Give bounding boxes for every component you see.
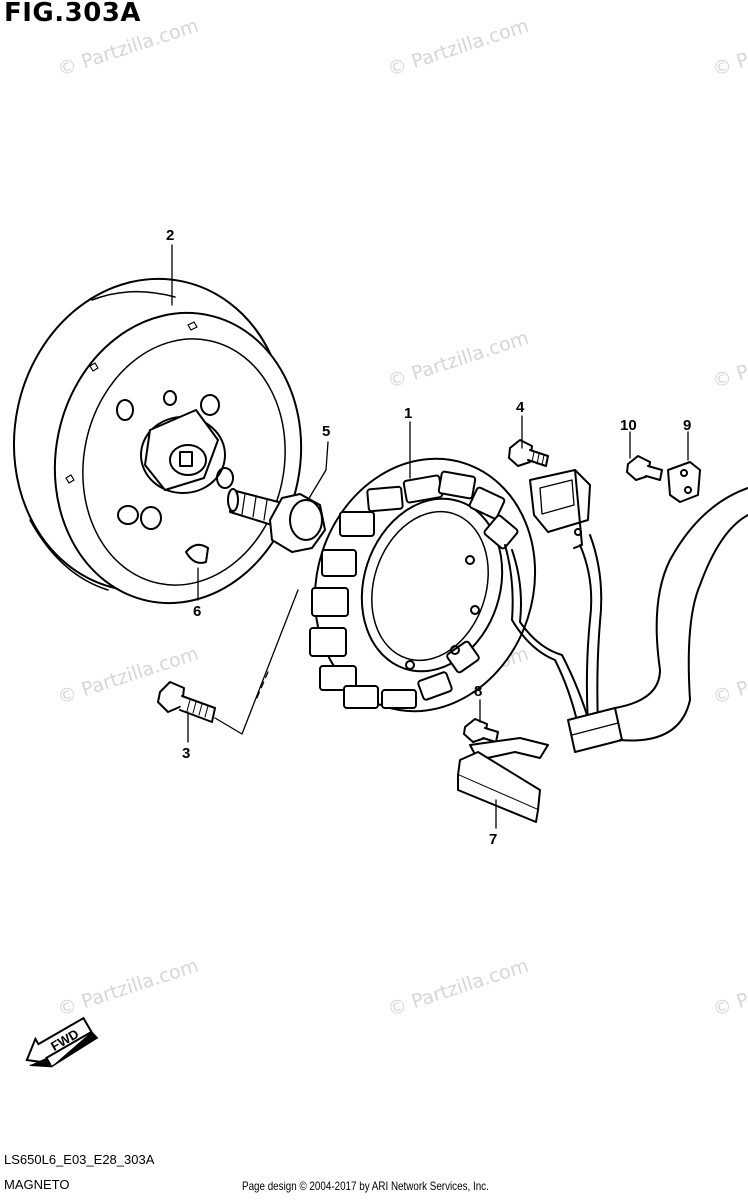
section-name: MAGNETO [4, 1177, 70, 1192]
key-part [185, 543, 209, 564]
callout-6: 6 [193, 603, 201, 620]
flywheel-bolt-part [227, 488, 326, 553]
callout-7: 7 [489, 831, 497, 848]
callout-1: 1 [404, 405, 412, 422]
stator-assembly-part [309, 457, 591, 726]
model-code: LS650L6_E03_E28_303A [4, 1152, 155, 1167]
callout-4: 4 [516, 399, 525, 416]
pickup-sensor-part [529, 469, 603, 726]
flywheel-rotor-part [12, 277, 303, 605]
screw-4-part [508, 439, 549, 467]
wire-connector-part [567, 487, 748, 753]
fwd-arrow-icon: FWD [25, 1016, 99, 1068]
leader-lines [171, 244, 689, 829]
callout-9: 9 [683, 417, 691, 434]
screw-10-part [626, 455, 663, 481]
guide-plate-7-part [457, 737, 549, 823]
callout-10: 10 [620, 417, 637, 434]
clamp-9-part [667, 461, 701, 503]
copyright-notice: Page design © 2004-2017 by ARI Network S… [242, 1179, 489, 1193]
figure-title: FIG.303A [4, 0, 142, 28]
stator-bolt-3-part [157, 681, 216, 723]
callout-2: 2 [166, 227, 174, 244]
callout-8: 8 [474, 683, 482, 700]
screw-8-part [463, 718, 499, 743]
callout-5: 5 [322, 423, 330, 440]
callout-3: 3 [182, 745, 190, 762]
